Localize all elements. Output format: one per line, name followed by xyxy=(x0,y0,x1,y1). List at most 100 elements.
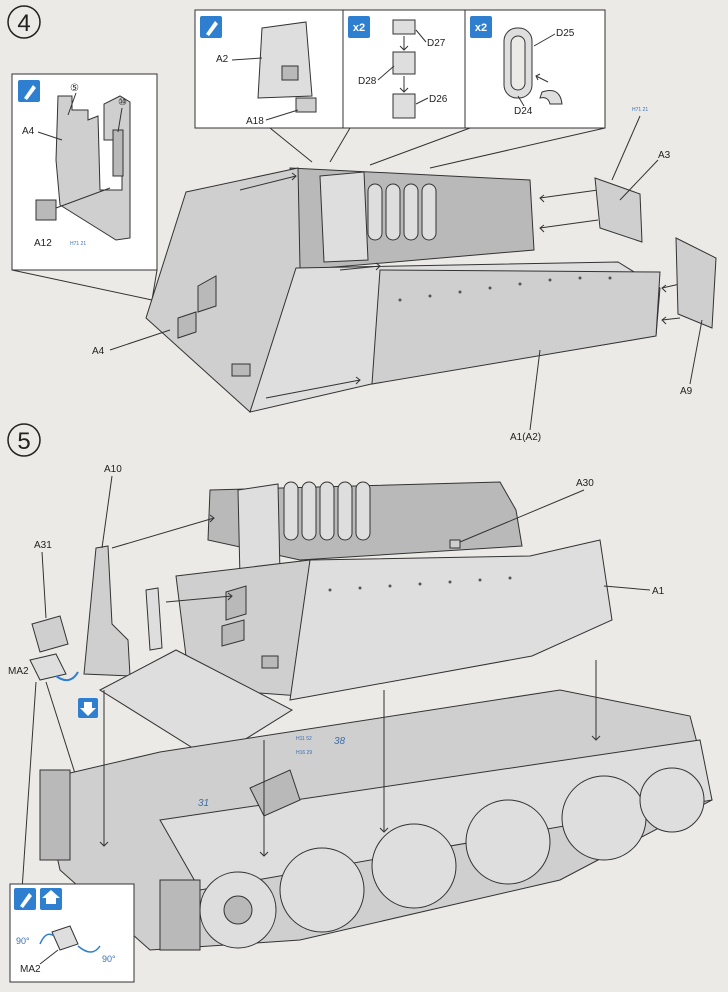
label-d28-leader xyxy=(377,65,395,81)
step4-superstructure xyxy=(145,167,681,413)
label-a30: A30 xyxy=(576,478,594,489)
arrow-a10-mid xyxy=(165,592,233,603)
callout-5-leader xyxy=(67,92,77,116)
paint-number-38: 38 xyxy=(334,736,346,747)
arrow-down-1 xyxy=(99,690,109,847)
label-a4-inset-leader xyxy=(37,131,63,141)
label-a12: A12 xyxy=(34,238,52,249)
hull-floor-plate xyxy=(98,649,294,761)
label-ma2-inset-leader xyxy=(39,949,59,965)
inset-top-pointers xyxy=(269,127,606,169)
ammo-tube xyxy=(337,481,353,541)
road-wheel xyxy=(561,775,647,861)
label-d27: D27 xyxy=(427,38,446,49)
d26-box xyxy=(392,93,416,119)
label-a18: A18 xyxy=(246,116,264,127)
label-d26-leader xyxy=(415,97,429,105)
a18-part xyxy=(295,97,317,113)
glue-icon-brush xyxy=(206,21,218,36)
label-a4-inset: A4 xyxy=(22,126,35,137)
ammo-rack xyxy=(319,171,369,263)
label-a1-leader xyxy=(603,585,651,591)
arrow-a3-bottom xyxy=(539,219,599,233)
glue-icon-brush xyxy=(20,893,32,908)
bracket-part xyxy=(249,769,301,817)
idler-wheel xyxy=(639,767,705,833)
step5: 5 xyxy=(7,423,713,983)
label-d28: D28 xyxy=(358,76,377,87)
d24-part xyxy=(539,90,563,105)
label-d26: D26 xyxy=(429,94,448,105)
a31-part xyxy=(31,615,69,653)
arrow-a9-bottom xyxy=(661,316,681,325)
label-a3-leader xyxy=(619,159,659,201)
a4-slot xyxy=(112,129,124,177)
cement-up-icon-arrow xyxy=(42,890,60,904)
arrow-to-front xyxy=(339,262,381,271)
label-d25: D25 xyxy=(556,28,575,39)
step4-number-circle xyxy=(7,5,41,39)
d-stack-arrows xyxy=(399,36,409,93)
ref-code-a3-leader xyxy=(611,115,641,181)
road-wheel xyxy=(465,799,551,885)
label-a1-a2: A1(A2) xyxy=(510,432,541,443)
a12-part xyxy=(35,199,57,221)
ammo-tubes xyxy=(367,183,437,241)
label-a30-leader xyxy=(459,489,585,543)
ref-code-h71-a3: H71 21 xyxy=(632,107,648,113)
label-a31-leader xyxy=(41,551,47,619)
hull-port xyxy=(177,311,197,339)
label-a4-main-leader xyxy=(109,329,171,351)
arrow-a3-top xyxy=(539,189,599,203)
paint-number-31: 31 xyxy=(198,798,209,809)
ammo-tube xyxy=(319,481,335,541)
ammo-tube xyxy=(301,481,317,541)
callout-5: ⑤ xyxy=(70,83,79,94)
ma2-bend-left xyxy=(39,933,55,945)
track-top xyxy=(159,739,713,891)
arrow-down-3 xyxy=(379,690,389,833)
inset-left-pointer-a xyxy=(11,269,153,301)
ma2-part xyxy=(29,653,67,681)
a9-plate xyxy=(675,237,717,329)
a1-main-plate xyxy=(289,539,613,701)
road-wheels xyxy=(199,767,705,949)
ammo-tube xyxy=(385,183,401,241)
step5-number-circle xyxy=(7,423,41,457)
label-a1-a2-leader xyxy=(529,349,541,431)
ma2-part-inset xyxy=(51,925,79,951)
ammo-tube xyxy=(403,183,419,241)
label-a1: A1 xyxy=(652,586,665,597)
ammo-tube xyxy=(421,183,437,241)
ammo-tube xyxy=(367,183,383,241)
hull-vision-slit xyxy=(231,363,251,377)
label-ma2-inset: MA2 xyxy=(20,964,41,975)
ammo-tube xyxy=(355,481,371,541)
d27-box xyxy=(392,19,416,35)
ammo-tubes xyxy=(283,481,371,541)
inset-top-panel: A2 A18 x2 D27 D28 D26 x2 D25 xyxy=(194,9,606,129)
hull-vision-slit xyxy=(261,655,279,669)
rivet-row xyxy=(328,576,512,592)
step4-number: 4 xyxy=(17,10,30,37)
glue-icon-brush xyxy=(24,85,36,100)
d24-arrow xyxy=(535,73,549,83)
angle-left: 90° xyxy=(16,936,30,946)
label-ma2: MA2 xyxy=(8,666,29,677)
label-a2-leader xyxy=(231,57,263,61)
arrow-to-compartment xyxy=(239,172,297,191)
step5-number: 5 xyxy=(17,428,30,455)
a2-hatch xyxy=(281,65,299,81)
arrow-down-2 xyxy=(259,740,269,857)
label-a9-leader xyxy=(689,319,703,385)
label-a18-leader xyxy=(265,109,299,121)
road-wheel xyxy=(371,823,457,909)
arrow-down-4 xyxy=(591,660,601,741)
arrow-to-a1 xyxy=(265,376,361,399)
cement-down-icon-arrow xyxy=(80,702,96,716)
repeat-x2-label-b: x2 xyxy=(475,22,487,34)
label-a31: A31 xyxy=(34,540,52,551)
track-links-front xyxy=(39,769,71,861)
inset-left-frame xyxy=(11,73,158,271)
label-d24-leader xyxy=(517,95,525,107)
